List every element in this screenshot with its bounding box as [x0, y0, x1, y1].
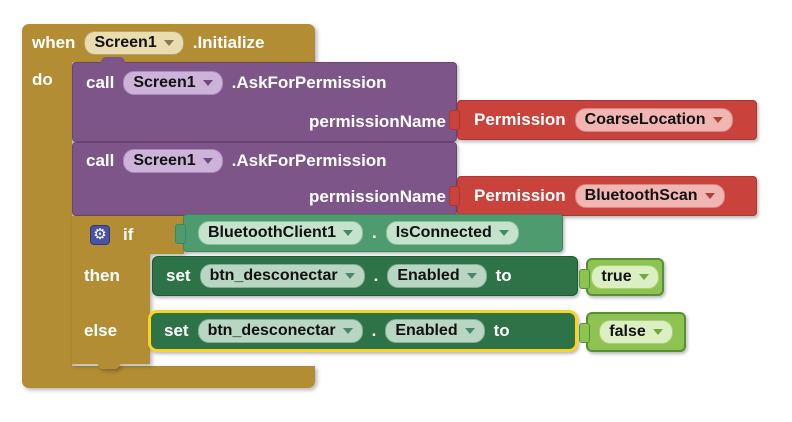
if-label: if [123, 225, 134, 244]
call-label: call [86, 151, 115, 170]
method-name-label: .AskForPermission [231, 72, 387, 92]
chevron-down-icon [498, 230, 509, 236]
permission-bluetoothscan-block[interactable]: Permission BluetoothScan [449, 176, 757, 216]
permission-label: Permission [474, 110, 566, 129]
call-component-dropdown[interactable]: Screen1 [123, 70, 223, 95]
getter-component-value: BluetoothClient1 [208, 224, 336, 241]
logic-value: true [601, 268, 632, 285]
gear-icon[interactable]: ⚙ [90, 225, 110, 245]
event-block-body[interactable] [22, 62, 72, 366]
to-label: to [493, 321, 510, 340]
when-label: when [32, 33, 76, 52]
chevron-down-icon [652, 329, 663, 335]
dot-separator: . [372, 223, 377, 242]
call-component-value: Screen1 [133, 152, 196, 169]
call-askforpermission-block-2[interactable]: call Screen1 .AskForPermission permissio… [72, 142, 457, 216]
chevron-down-icon [638, 274, 649, 280]
setter-property-dropdown[interactable]: Enabled [385, 319, 485, 343]
set-enabled-block-then[interactable]: set btn_desconectar . Enabled to [152, 256, 578, 296]
chevron-down-icon [163, 40, 174, 46]
then-label: then [84, 266, 120, 285]
chevron-down-icon [704, 193, 715, 199]
event-component-value: Screen1 [94, 34, 157, 51]
dot-separator: . [371, 321, 377, 340]
plug-connector [579, 323, 590, 343]
event-name-label: .Initialize [192, 33, 265, 52]
getter-property-value: IsConnected [395, 224, 492, 241]
setter-component-value: btn_desconectar [209, 267, 338, 284]
setter-component-dropdown[interactable]: btn_desconectar [197, 319, 363, 343]
setter-component-value: btn_desconectar [207, 322, 336, 339]
getter-component-dropdown[interactable]: BluetoothClient1 [198, 221, 363, 245]
method-name-label: .AskForPermission [231, 151, 387, 170]
to-label: to [495, 266, 512, 285]
chevron-down-icon [202, 158, 213, 164]
isconnected-getter-block[interactable]: BluetoothClient1 . IsConnected [175, 214, 563, 252]
param-label: permissionName [309, 111, 446, 131]
call-label: call [86, 72, 115, 92]
permission-dropdown[interactable]: CoarseLocation [574, 108, 733, 132]
chevron-down-icon [342, 328, 353, 334]
connector-bump [98, 362, 120, 369]
chevron-down-icon [712, 117, 723, 123]
chevron-down-icon [343, 230, 353, 236]
do-label: do [32, 70, 53, 89]
permission-label: Permission [474, 186, 566, 205]
call-component-dropdown[interactable]: Screen1 [123, 149, 223, 173]
getter-property-dropdown[interactable]: IsConnected [385, 221, 519, 245]
logic-value-dropdown[interactable]: true [591, 265, 659, 289]
permission-coarselocation-block[interactable]: Permission CoarseLocation [449, 100, 757, 140]
logic-value: false [609, 323, 646, 340]
setter-property-dropdown[interactable]: Enabled [387, 264, 487, 288]
chevron-down-icon [466, 273, 477, 279]
plug-connector [579, 269, 590, 289]
chevron-down-icon [344, 273, 355, 279]
connector-bump [101, 57, 125, 64]
setter-component-dropdown[interactable]: btn_desconectar [199, 264, 365, 288]
chevron-down-icon [464, 328, 475, 334]
logic-false-block[interactable]: false [579, 312, 686, 352]
permission-value: CoarseLocation [584, 111, 706, 128]
logic-true-block[interactable]: true [579, 258, 664, 296]
chevron-down-icon [202, 79, 213, 86]
setter-property-value: Enabled [395, 322, 458, 339]
call-component-value: Screen1 [133, 73, 196, 91]
event-component-dropdown[interactable]: Screen1 [84, 31, 184, 55]
else-label: else [84, 321, 118, 340]
set-label: set [164, 321, 189, 340]
permission-dropdown[interactable]: BluetoothScan [574, 184, 725, 208]
setter-property-value: Enabled [397, 267, 460, 284]
event-block-bottom[interactable] [22, 366, 315, 388]
plug-connector [449, 110, 460, 130]
set-label: set [166, 266, 191, 285]
call-askforpermission-block-1[interactable]: call Screen1 .AskForPermission permissio… [72, 57, 457, 142]
dot-separator: . [373, 266, 379, 285]
plug-connector [449, 186, 460, 206]
set-enabled-block-else-selected[interactable]: set btn_desconectar . Enabled to [148, 310, 578, 352]
logic-value-dropdown[interactable]: false [599, 320, 673, 344]
permission-value: BluetoothScan [584, 187, 698, 204]
plug-connector [175, 224, 186, 244]
param-label: permissionName [309, 187, 446, 206]
